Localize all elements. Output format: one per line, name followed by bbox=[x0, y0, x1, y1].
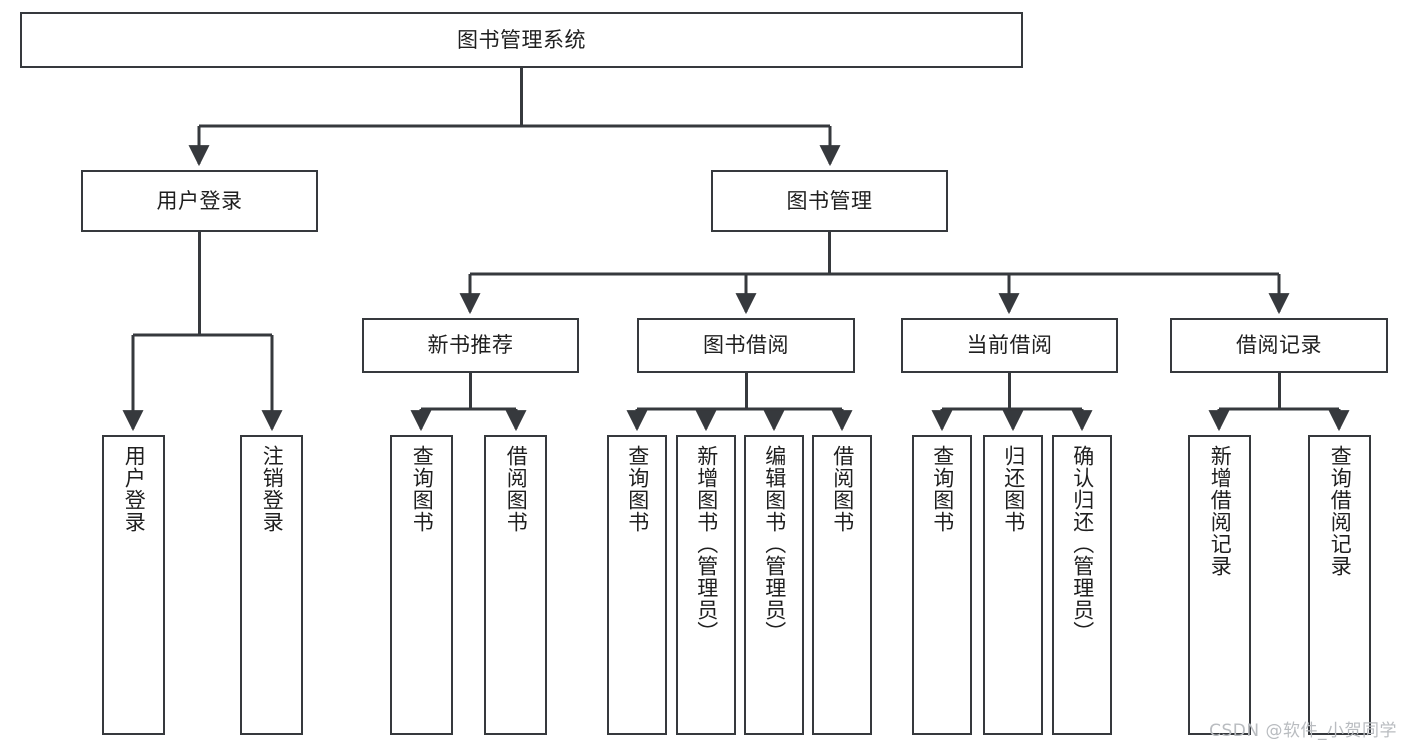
node-root-label: 图书管理系统 bbox=[457, 27, 586, 52]
node-leaf-user-login-label: 用户登录 bbox=[122, 445, 147, 533]
node-current-borrow[interactable]: 当前借阅 bbox=[901, 318, 1118, 373]
node-leaf-borrow-book-1-label: 借阅图书 bbox=[504, 445, 529, 533]
node-leaf-query-record[interactable]: 查询借阅记录 bbox=[1308, 435, 1371, 735]
node-leaf-add-record[interactable]: 新增借阅记录 bbox=[1188, 435, 1251, 735]
node-leaf-edit-book-label: 编辑图书（管理员） bbox=[762, 445, 787, 643]
node-leaf-query-record-label: 查询借阅记录 bbox=[1328, 445, 1353, 577]
node-leaf-query-book-1-label: 查询图书 bbox=[410, 445, 435, 533]
node-current-borrow-label: 当前借阅 bbox=[966, 333, 1053, 358]
node-new-book-rec[interactable]: 新书推荐 bbox=[362, 318, 579, 373]
node-new-book-rec-label: 新书推荐 bbox=[427, 333, 514, 358]
node-book-mgmt[interactable]: 图书管理 bbox=[711, 170, 948, 232]
node-leaf-query-book-3-label: 查询图书 bbox=[930, 445, 955, 533]
node-leaf-add-book-label: 新增图书（管理员） bbox=[694, 445, 719, 643]
node-leaf-edit-book[interactable]: 编辑图书（管理员） bbox=[744, 435, 804, 735]
node-borrow-record[interactable]: 借阅记录 bbox=[1170, 318, 1388, 373]
node-leaf-borrow-book-2[interactable]: 借阅图书 bbox=[812, 435, 872, 735]
node-leaf-query-book-2[interactable]: 查询图书 bbox=[607, 435, 667, 735]
node-book-borrow-label: 图书借阅 bbox=[703, 333, 789, 358]
node-leaf-return-book-label: 归还图书 bbox=[1001, 445, 1026, 533]
node-user-login[interactable]: 用户登录 bbox=[81, 170, 318, 232]
node-user-login-label: 用户登录 bbox=[156, 188, 243, 213]
node-leaf-query-book-3[interactable]: 查询图书 bbox=[912, 435, 972, 735]
node-root[interactable]: 图书管理系统 bbox=[20, 12, 1023, 68]
node-leaf-user-login[interactable]: 用户登录 bbox=[102, 435, 165, 735]
node-leaf-query-book-1[interactable]: 查询图书 bbox=[390, 435, 453, 735]
node-leaf-query-book-2-label: 查询图书 bbox=[625, 445, 650, 533]
node-leaf-confirm-return-label: 确认归还（管理员） bbox=[1070, 445, 1095, 643]
node-leaf-logout-label: 注销登录 bbox=[260, 445, 285, 533]
node-book-borrow[interactable]: 图书借阅 bbox=[637, 318, 855, 373]
node-leaf-add-record-label: 新增借阅记录 bbox=[1208, 445, 1233, 577]
node-leaf-add-book[interactable]: 新增图书（管理员） bbox=[676, 435, 736, 735]
node-leaf-logout[interactable]: 注销登录 bbox=[240, 435, 303, 735]
node-borrow-record-label: 借阅记录 bbox=[1236, 333, 1322, 358]
node-leaf-borrow-book-2-label: 借阅图书 bbox=[830, 445, 855, 533]
node-leaf-return-book[interactable]: 归还图书 bbox=[983, 435, 1043, 735]
node-leaf-confirm-return[interactable]: 确认归还（管理员） bbox=[1052, 435, 1112, 735]
watermark: CSDN @软件_小贺同学 bbox=[1209, 721, 1397, 741]
node-book-mgmt-label: 图书管理 bbox=[786, 188, 873, 213]
node-leaf-borrow-book-1[interactable]: 借阅图书 bbox=[484, 435, 547, 735]
